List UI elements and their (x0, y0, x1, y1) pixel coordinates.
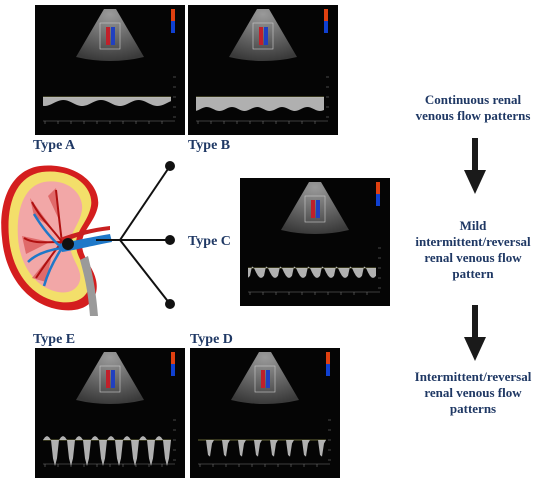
ureter (80, 256, 98, 316)
down-arrow-1 (464, 138, 486, 194)
ultrasound-panel-type-c (240, 178, 390, 306)
type-b-label: Type B (188, 138, 231, 153)
mild-pattern-text: Mild intermittent/reversal renal venous … (398, 218, 548, 282)
connector-dot-bottom (165, 299, 175, 309)
doppler-image-a (43, 9, 176, 124)
intermittent-line-2: renal venous flow (424, 385, 522, 400)
continuous-line-2: venous flow patterns (415, 108, 531, 123)
ultrasound-panel-type-b (188, 5, 338, 135)
mild-line-3: renal venous flow (424, 250, 522, 265)
kidney-illustration (1, 161, 175, 316)
doppler-image-b (196, 9, 329, 124)
continuous-line-1: Continuous renal (424, 92, 522, 107)
mild-line-2: intermittent/reversal (415, 234, 531, 249)
doppler-image-d (198, 352, 331, 467)
connector-dot-middle (165, 235, 175, 245)
type-d-label: Type D (190, 332, 233, 347)
continuous-pattern-text: Continuous renal venous flow patterns (398, 92, 548, 124)
ultrasound-panel-type-d (190, 348, 340, 478)
down-arrow-2 (464, 305, 486, 361)
intermittent-pattern-text: Intermittent/reversal renal venous flow … (398, 369, 548, 417)
doppler-image-c (248, 182, 381, 295)
type-a-label: Type A (33, 138, 76, 153)
intermittent-line-3: patterns (449, 401, 497, 416)
doppler-image-e (43, 352, 176, 467)
ultrasound-panel-type-a (35, 5, 185, 135)
connector-dot-top (165, 161, 175, 171)
mild-line-1: Mild (459, 218, 487, 233)
mild-line-4: pattern (452, 266, 494, 281)
type-c-label: Type C (188, 234, 231, 249)
intermittent-line-1: Intermittent/reversal (414, 369, 532, 384)
ultrasound-panel-type-e (35, 348, 185, 478)
type-e-label: Type E (33, 332, 76, 347)
